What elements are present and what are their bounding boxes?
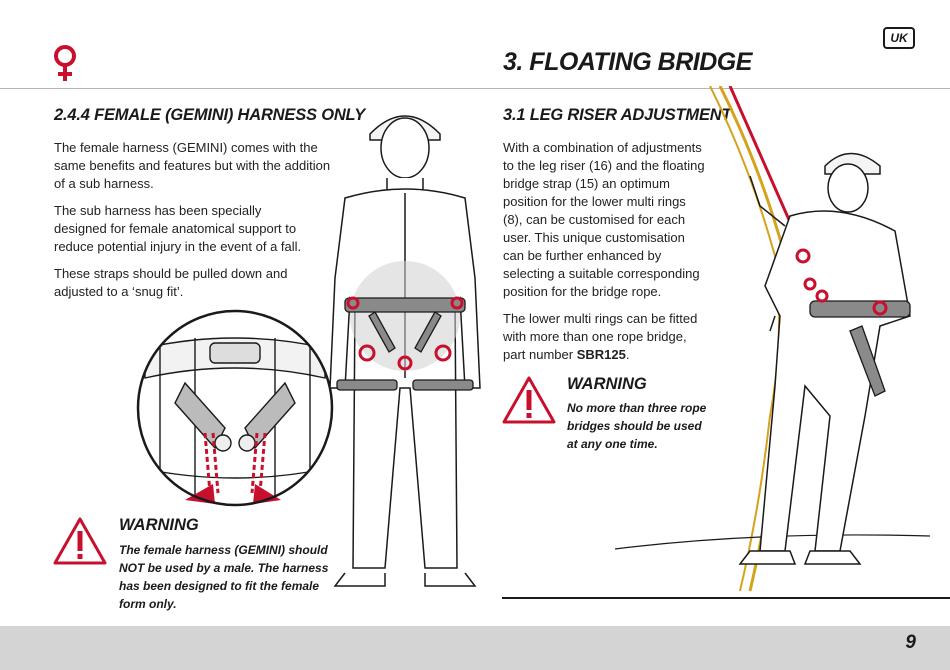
warning-text: The female harness (GEMINI) should NOT b… bbox=[119, 543, 329, 611]
female-figure-illustration bbox=[329, 115, 481, 587]
female-harness-text: The female harness (GEMINI) comes with t… bbox=[54, 139, 364, 301]
page-number: 9 bbox=[905, 632, 916, 653]
part-number: SBR125 bbox=[576, 347, 626, 362]
paragraph: With a combination of adjustments to the… bbox=[503, 140, 705, 299]
section-divider bbox=[502, 597, 950, 599]
header-divider bbox=[0, 88, 950, 89]
section-heading-leg-riser: 3.1 LEG RISER ADJUSTMENT bbox=[503, 106, 732, 124]
warning-triangle-icon bbox=[53, 517, 107, 565]
paragraph: The female harness (GEMINI) comes with t… bbox=[54, 140, 331, 191]
female-symbol-icon bbox=[54, 45, 76, 81]
warning-title: WARNING bbox=[119, 516, 199, 534]
paragraph: The sub harness has been specially desig… bbox=[54, 203, 302, 254]
warning-title: WARNING bbox=[567, 375, 647, 393]
footer-bar bbox=[0, 626, 950, 670]
warning-text: No more than three rope bridges should b… bbox=[567, 401, 707, 451]
harness-detail-illustration bbox=[136, 309, 334, 507]
section-heading-female-harness: 2.4.4 FEMALE (GEMINI) HARNESS ONLY bbox=[54, 106, 366, 124]
rope-access-worker-illustration bbox=[614, 86, 931, 592]
paragraph: These straps should be pulled down and a… bbox=[54, 266, 288, 299]
warning-triangle-icon bbox=[502, 376, 556, 424]
leg-riser-text: With a combination of adjustments to the… bbox=[503, 139, 743, 364]
paragraph: The lower multi rings can be fitted with… bbox=[503, 311, 698, 362]
page-title: 3. FLOATING BRIDGE bbox=[503, 48, 752, 76]
language-badge: UK bbox=[883, 27, 915, 49]
